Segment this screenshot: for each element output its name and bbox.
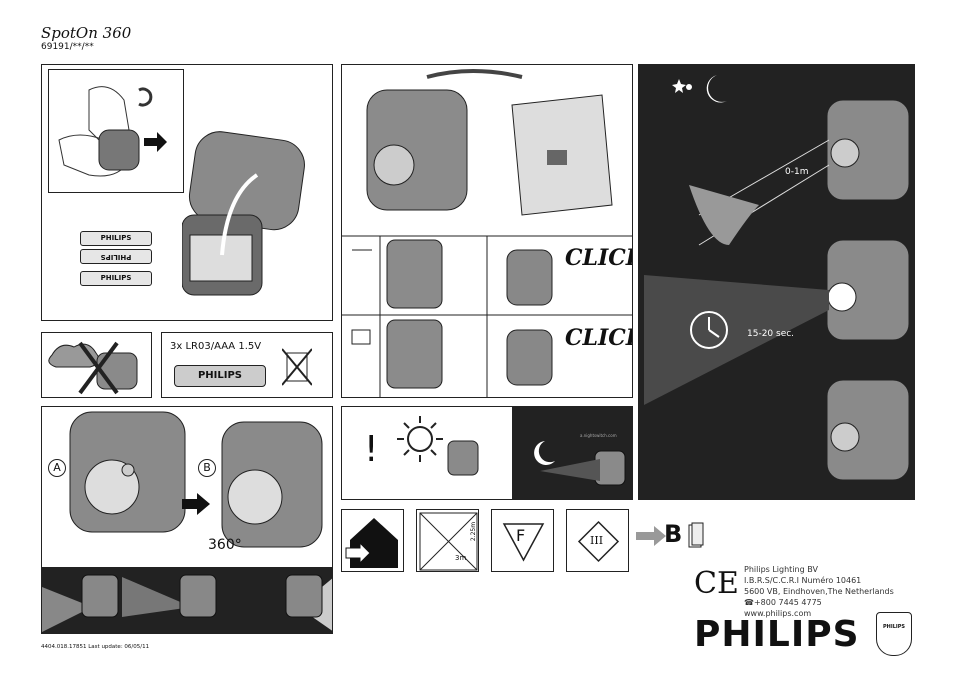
model-number: 69191/**/** <box>41 42 94 52</box>
arrow-right-icon <box>636 526 666 546</box>
manufacturer-name: Philips Lighting BV <box>744 565 818 574</box>
bathroom-zone-icon <box>419 512 478 571</box>
click-label-1: CLICK! <box>565 245 632 271</box>
battery-1: PHILIPS <box>80 231 152 246</box>
manufacturer-phone: ☎+800 7445 4775 <box>744 598 822 607</box>
manufacturer-info: Philips Lighting BV I.B.R.S/C.C.R.I Numé… <box>744 564 894 619</box>
panel-indoor-only <box>41 332 152 398</box>
ce-mark: CE <box>694 566 739 601</box>
height-label: 2.25m <box>470 521 478 542</box>
rotation-illustration <box>42 411 332 633</box>
symbol-bathroom-zone: 2.25m 3m <box>416 509 479 572</box>
sensor-distance-label: 0-1m <box>785 167 809 177</box>
language-label: B <box>664 520 683 548</box>
product-title: SpotOn 360 <box>41 24 132 42</box>
panel-battery-install: PHILIPS PHILIPS PHILIPS <box>41 64 333 321</box>
manufacturer-registration: I.B.R.S/C.C.R.I Numéro 10461 <box>744 576 862 585</box>
symbol-f-mark: F <box>491 509 554 572</box>
panel-mounting: CLICK! CLICK! <box>341 64 633 398</box>
battery-2: PHILIPS <box>80 249 152 264</box>
sensor-duration-label: 15-20 sec. <box>747 329 795 339</box>
panel-battery-spec: 3x LR03/AAA 1.5V PHILIPS <box>161 332 333 398</box>
symbol-indoor <box>341 509 404 572</box>
no-rain-icon <box>48 341 138 395</box>
battery-3: PHILIPS <box>80 271 152 286</box>
battery-compartment-illustration <box>182 131 305 296</box>
manufacturer-address: 5600 VB, Eindhoven,The Netherlands <box>744 587 894 596</box>
warning-exclamation: ! <box>364 429 379 470</box>
click-label-2: CLICK! <box>565 325 632 351</box>
class-iii-diamond-icon <box>577 520 620 563</box>
day-night-illustration <box>397 416 626 486</box>
distance-label: 3m <box>455 554 467 562</box>
philips-logo: PHILIPS <box>694 614 860 655</box>
footer-text: 4404.018.17851 Last update: 06/05/11 <box>41 644 150 650</box>
rotation-angle-label: 360° <box>208 537 242 553</box>
watermark-text: a.nightswitch.com <box>580 433 617 438</box>
panel-motion-sensor: 0-1m 15-20 sec. <box>638 64 915 500</box>
mounting-illustration <box>342 69 632 397</box>
symbol-class-iii: III <box>566 509 629 572</box>
f-label: F <box>516 526 526 545</box>
indoor-house-icon <box>345 518 398 568</box>
philips-shield-text: PHILIPS <box>882 624 906 630</box>
label-b: B <box>198 459 216 477</box>
hands-opening-illustration <box>58 86 167 177</box>
battery-spec-icon: PHILIPS <box>174 365 266 387</box>
battery-spec-text: 3x LR03/AAA 1.5V <box>170 341 262 352</box>
label-a: A <box>48 459 66 477</box>
hand-illustration-frame <box>48 69 184 193</box>
manufacturer-website[interactable]: www.philips.com <box>744 609 812 618</box>
night-sensor-illustration <box>644 75 910 481</box>
weee-bin-icon <box>282 348 312 386</box>
philips-shield-icon: PHILIPS <box>876 612 912 656</box>
f-triangle-icon <box>502 523 545 562</box>
panel-rotation: A B 360° <box>41 406 333 634</box>
manual-book-icon <box>688 522 704 548</box>
class-iii-label: III <box>590 534 604 547</box>
panel-day-night: ! a.nightswitch.com <box>341 406 633 500</box>
